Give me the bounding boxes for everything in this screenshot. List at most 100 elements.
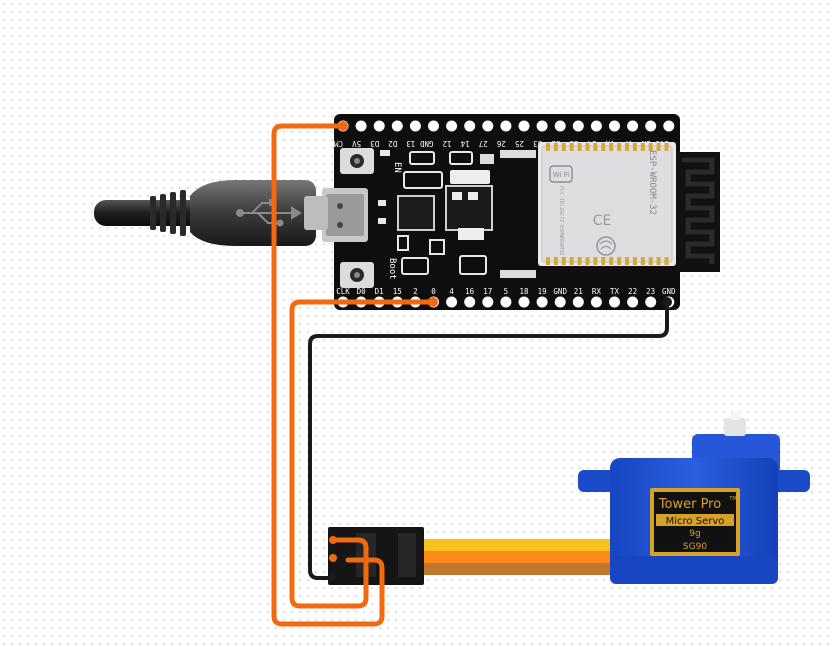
bottom-pin-label: RX	[592, 287, 602, 296]
cable-wire-red	[420, 551, 620, 563]
top-pin	[391, 120, 403, 132]
module-pad	[625, 257, 629, 265]
module-pad	[593, 143, 598, 151]
module-pad	[601, 143, 606, 151]
module-pad	[656, 143, 661, 151]
bottom-pin-label: D1	[375, 287, 384, 296]
wire-5v-end	[338, 121, 348, 131]
top-pin	[609, 120, 620, 132]
top-pin	[663, 120, 675, 132]
wifi-icon	[549, 165, 573, 183]
top-pin-label: 12	[443, 139, 452, 148]
ce-mark-icon: CE	[593, 213, 612, 229]
servo-brand: Tower Pro	[658, 497, 721, 512]
servo-weight: 9g	[689, 529, 700, 539]
esp-wroom-32-module: Wi Fi ESP-WROOM-32 FCC ID:2AC7Z-ESPWROOM…	[538, 142, 676, 266]
module-pad	[625, 143, 629, 151]
bottom-pin-label: 16	[465, 287, 475, 296]
servo-cable	[420, 539, 620, 575]
bottom-pin	[645, 296, 657, 308]
smd-components	[378, 150, 536, 278]
module-pad	[632, 143, 637, 151]
top-pin	[536, 120, 548, 132]
bottom-pin	[554, 296, 566, 308]
bottom-pin	[572, 296, 584, 308]
bottom-pin-label: TX	[610, 287, 620, 296]
top-pin	[446, 120, 458, 132]
module-pad	[640, 257, 645, 265]
top-pin-label: 26	[496, 139, 506, 148]
bottom-pin-label: CLK	[336, 287, 350, 296]
module-pad	[561, 257, 566, 265]
servo-connector	[328, 527, 424, 585]
bottom-pin	[446, 296, 458, 308]
sg90-servo: Tower Pro TM Micro Servo 9g SG90	[578, 412, 810, 584]
bottom-pin	[609, 296, 620, 308]
top-pin-label: D2	[388, 139, 397, 148]
module-pad	[664, 143, 669, 151]
servo-shaft	[724, 418, 746, 436]
bottom-pin	[464, 296, 476, 308]
module-pads	[546, 143, 669, 265]
top-pin-label: CMD	[329, 139, 343, 148]
top-pin-label: D3	[370, 139, 379, 148]
bottom-pin-label: 5	[504, 287, 509, 296]
bottom-pin	[500, 296, 512, 308]
top-pin	[409, 120, 421, 132]
top-pin	[355, 120, 367, 132]
top-pin-label: 25	[515, 139, 524, 148]
cable-wire-yellow	[420, 539, 620, 551]
jumper-wires	[271, 121, 672, 627]
bottom-pin-label: GND	[662, 287, 676, 296]
wire-gnd-end	[662, 297, 672, 307]
top-pin	[572, 120, 584, 132]
module-pad	[609, 257, 614, 265]
top-pin	[554, 120, 566, 132]
usb-cable	[94, 180, 328, 246]
module-pad	[664, 257, 669, 265]
fcc-id-text: FCC ID:2AC7Z-ESPWROOM32	[558, 186, 564, 255]
module-pad	[640, 143, 645, 151]
servo-label: Tower Pro TM Micro Servo 9g SG90	[650, 488, 740, 556]
module-pad	[601, 257, 606, 265]
wire-5v	[271, 123, 385, 627]
module-pad	[577, 257, 582, 265]
module-model-text: ESP-WROOM-32	[647, 150, 657, 215]
top-pin	[373, 120, 385, 132]
top-pin	[464, 120, 476, 132]
module-pad	[593, 257, 598, 265]
module-pad	[546, 257, 550, 265]
module-pad	[546, 143, 550, 151]
connector-pin-5v	[329, 554, 337, 562]
top-pin-label: 14	[460, 139, 470, 148]
bottom-pin-label: 21	[574, 287, 583, 296]
top-pin-label: 33	[533, 139, 542, 148]
micro-usb-port[interactable]	[322, 188, 368, 242]
servo-tm: TM	[728, 496, 736, 502]
module-pad	[569, 143, 574, 151]
top-pin	[500, 120, 512, 132]
bottom-pin-label: 17	[483, 287, 492, 296]
boot-button[interactable]	[340, 262, 374, 288]
top-pin	[627, 120, 639, 132]
bottom-pin	[482, 296, 494, 308]
bottom-pin-label: 19	[538, 287, 547, 296]
en-button[interactable]	[340, 148, 374, 174]
module-pad	[577, 143, 582, 151]
top-pin	[645, 120, 657, 132]
module-pad	[553, 143, 558, 151]
connector-pin-signal	[329, 536, 337, 544]
wifi-badge-text: Wi Fi	[553, 171, 569, 179]
cable-wire-brown	[420, 563, 620, 575]
voltage-regulator	[445, 185, 493, 240]
usb-uart-chip	[397, 195, 435, 231]
module-pad	[609, 143, 614, 151]
boot-silk-label: Boot	[387, 258, 397, 280]
usb-plug-metal	[304, 196, 328, 230]
connector-pin-gnd	[329, 572, 337, 580]
module-pad	[585, 257, 590, 265]
bottom-pin	[627, 296, 639, 308]
module-pad	[585, 143, 590, 151]
